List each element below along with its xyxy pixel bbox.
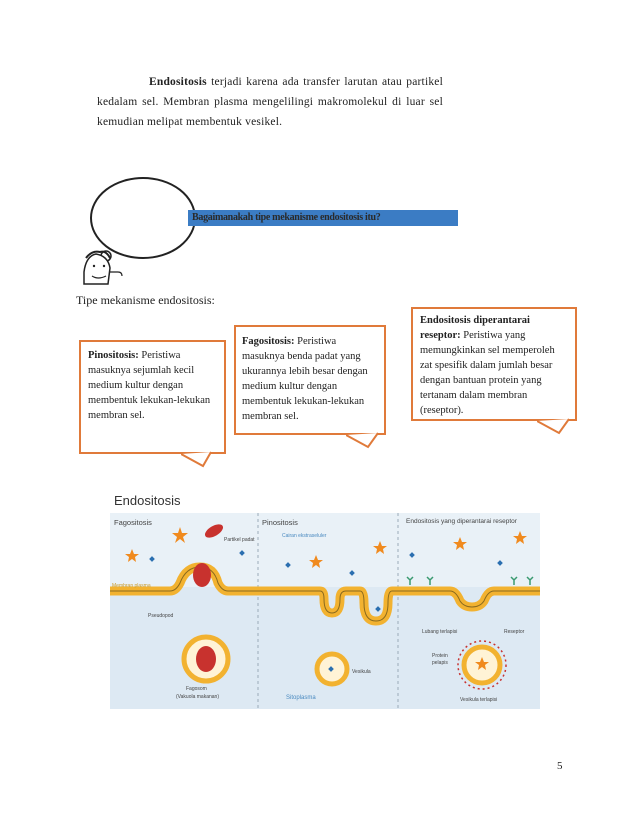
- panel-reseptor-label: Endositosis yang diperantarai reseptor: [406, 518, 518, 525]
- label-fagosom: Fagosom: [186, 686, 207, 692]
- callout-fagositosis-text: Peristiwa masuknya benda padat yang ukur…: [242, 336, 368, 422]
- callout-reseptor-term: Endositosis diperantarai reseptor:: [420, 315, 530, 341]
- types-label: Tipe mekanisme endositosis:: [76, 293, 215, 307]
- label-lubang: Lubang terlapisi: [422, 629, 457, 635]
- label-partikel: Partikel padat: [224, 537, 255, 543]
- question-banner: Bagaimanakah tipe mekanisme endositosis …: [188, 210, 458, 226]
- callout-reseptor-text: Peristiwa yang memungkinkan sel memperol…: [420, 330, 555, 416]
- intro-text: terjadi karena ada transfer larutan atau…: [97, 76, 443, 128]
- engulfed-particle: [196, 646, 216, 672]
- callout-pinositosis: Pinositosis: Peristiwa masuknya sejumlah…: [79, 340, 226, 468]
- endocytosis-diagram: Endositosis Fagositosis Pinositosis Endo…: [110, 487, 540, 709]
- callout-reseptor: Endositosis diperantarai reseptor: Peris…: [411, 307, 577, 435]
- label-vakuola: (Vakuola makanan): [176, 694, 219, 700]
- label-pseudopod: Pseudopod: [148, 613, 174, 619]
- intro-term: Endositosis: [149, 76, 207, 88]
- callout-pinositosis-term: Pinositosis:: [88, 350, 139, 361]
- intro-paragraph: Endositosis terjadi karena ada transfer …: [97, 72, 443, 132]
- small-molecules: [149, 550, 503, 612]
- label-membran: Membran plasma: [112, 583, 151, 589]
- callout-fagositosis-term: Fagositosis:: [242, 336, 295, 347]
- label-sitoplasma: Sitoplasma: [286, 695, 316, 701]
- receptor-markers: [406, 576, 534, 585]
- label-pelapis: pelapis: [432, 660, 448, 666]
- callout-tail: [537, 418, 570, 435]
- label-cairan: Cairan ekstraseluler: [282, 533, 327, 539]
- solid-particle: [193, 563, 211, 587]
- star-molecules: [125, 527, 527, 670]
- panel-fagositosis-label: Fagositosis: [114, 518, 152, 527]
- callout-fagositosis: Fagositosis: Peristiwa masuknya benda pa…: [234, 325, 386, 449]
- page-number: 5: [557, 760, 563, 772]
- panel-pinositosis-label: Pinositosis: [262, 518, 298, 527]
- plasma-membrane-line: [110, 566, 540, 622]
- diagram-title: Endositosis: [114, 493, 181, 508]
- callout-pinositosis-text: Peristiwa masuknya sejumlah kecil medium…: [88, 350, 211, 421]
- solid-particle: [204, 524, 224, 538]
- label-protein: Protein: [432, 653, 448, 659]
- callout-tail: [181, 451, 212, 468]
- label-reseptor: Reseptor: [504, 629, 525, 635]
- callout-tail: [346, 432, 379, 449]
- label-vesikula-terlapisi: Vesikula terlapisi: [460, 697, 497, 703]
- thinking-person-illustration: [83, 177, 196, 285]
- label-vesikula: Vesikula: [352, 669, 371, 675]
